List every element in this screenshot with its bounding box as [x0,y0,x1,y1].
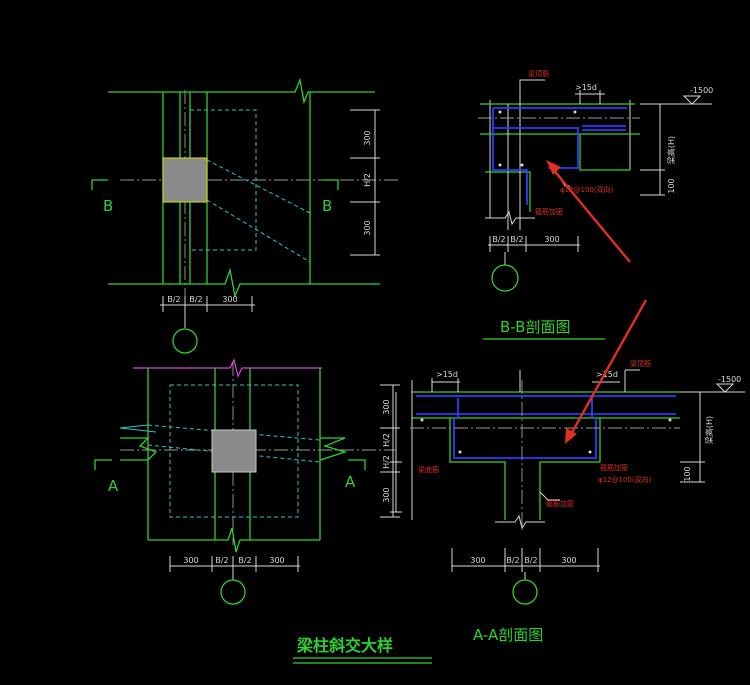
section-aa: >15d >15d 梁顶筋 梁高(H) 100 -1500 梁底筋 箍筋加密 φ… [390,359,745,644]
dim-300-d: 300 [183,556,198,565]
note-bottom-bar-aa: 梁底筋 [418,465,439,474]
dim-b2-d: B/2 [238,556,251,565]
note-stirrup-bb: 箍筋加密 [535,207,563,216]
dim-plan-top-300b: 300 [363,220,372,235]
dim-plan-bot-h2b: H/2 [382,455,391,469]
annotation-arrows [546,160,648,444]
column-plan-bottom [211,429,257,473]
dim-15d-bb: >15d [575,83,597,92]
red-arrow-1 [551,167,631,263]
note-top-bar-aa: 梁顶筋 [630,359,651,368]
dim-bb-b2a: B/2 [492,235,505,244]
dim-aa-b2b: B/2 [524,556,537,565]
section-marker-b-left: B [103,197,113,215]
dim-100-aa: 100 [683,466,692,481]
elev-aa: -1500 [718,375,741,384]
dim-plan-top-300a: 300 [363,130,372,145]
dim-bb-b2b: B/2 [510,235,523,244]
dim-aa-300b: 300 [561,556,576,565]
dim-plan-bot-h2a: H/2 [382,433,391,447]
section-marker-a-left: A [108,477,119,495]
section-marker-b-right: B [322,197,332,215]
dim-aa-b2a: B/2 [506,556,519,565]
dim-15d-aa-right: >15d [596,370,618,379]
axis-bubble-bottom [220,579,246,605]
note-rebar-aa: φ12@100(双向) [598,475,652,484]
note-top-bar-bb: 梁顶筋 [528,69,549,78]
section-marker-a-right: A [345,473,356,491]
note-stirrup-aa: 箍筋加密 [600,463,628,472]
dim-b2-a: B/2 [167,295,180,304]
dim-beam-h-bb: 梁高(H) [666,136,676,164]
plan-bottom: 300 H/2 H/2 300 300 B/2 B/2 300 A A [94,358,400,605]
note-stirrup2-aa: 箍筋加密 [546,499,574,508]
axis-bubble-bb [491,264,519,292]
column-plan-top [162,157,208,203]
dim-aa-300a: 300 [470,556,485,565]
dim-plan-top-h2: H/2 [363,173,372,187]
dim-300-e: 300 [269,556,284,565]
axis-bubble-top [172,328,198,354]
section-title-aa: A-A剖面图 [473,626,543,644]
dim-bb-300: 300 [544,235,559,244]
section-title-bb: B-B剖面图 [500,318,570,336]
plan-top: 300 H/2 300 B/2 B/2 300 B B [91,77,400,354]
drawing-title: 梁柱斜交大样 [296,636,393,655]
dim-b2-c: B/2 [215,556,228,565]
axis-bubble-aa [512,579,538,605]
section-bb: 梁顶筋 >15d 梁高(H) 100 -1500 φ12@100(双向) 箍筋加… [478,69,713,340]
dim-plan-bot-300a: 300 [382,399,391,414]
dim-100-bb: 100 [667,178,676,193]
elev-bb: -1500 [690,86,713,95]
dim-beam-h-aa: 梁高(H) [704,416,714,444]
dim-b2-b: B/2 [189,295,202,304]
dim-300-c: 300 [222,295,237,304]
note-rebar-bb: φ12@100(双向) [560,185,614,194]
red-arrow-2 [568,299,648,437]
dim-15d-aa-left: >15d [436,370,458,379]
dim-plan-bot-300b: 300 [382,487,391,502]
